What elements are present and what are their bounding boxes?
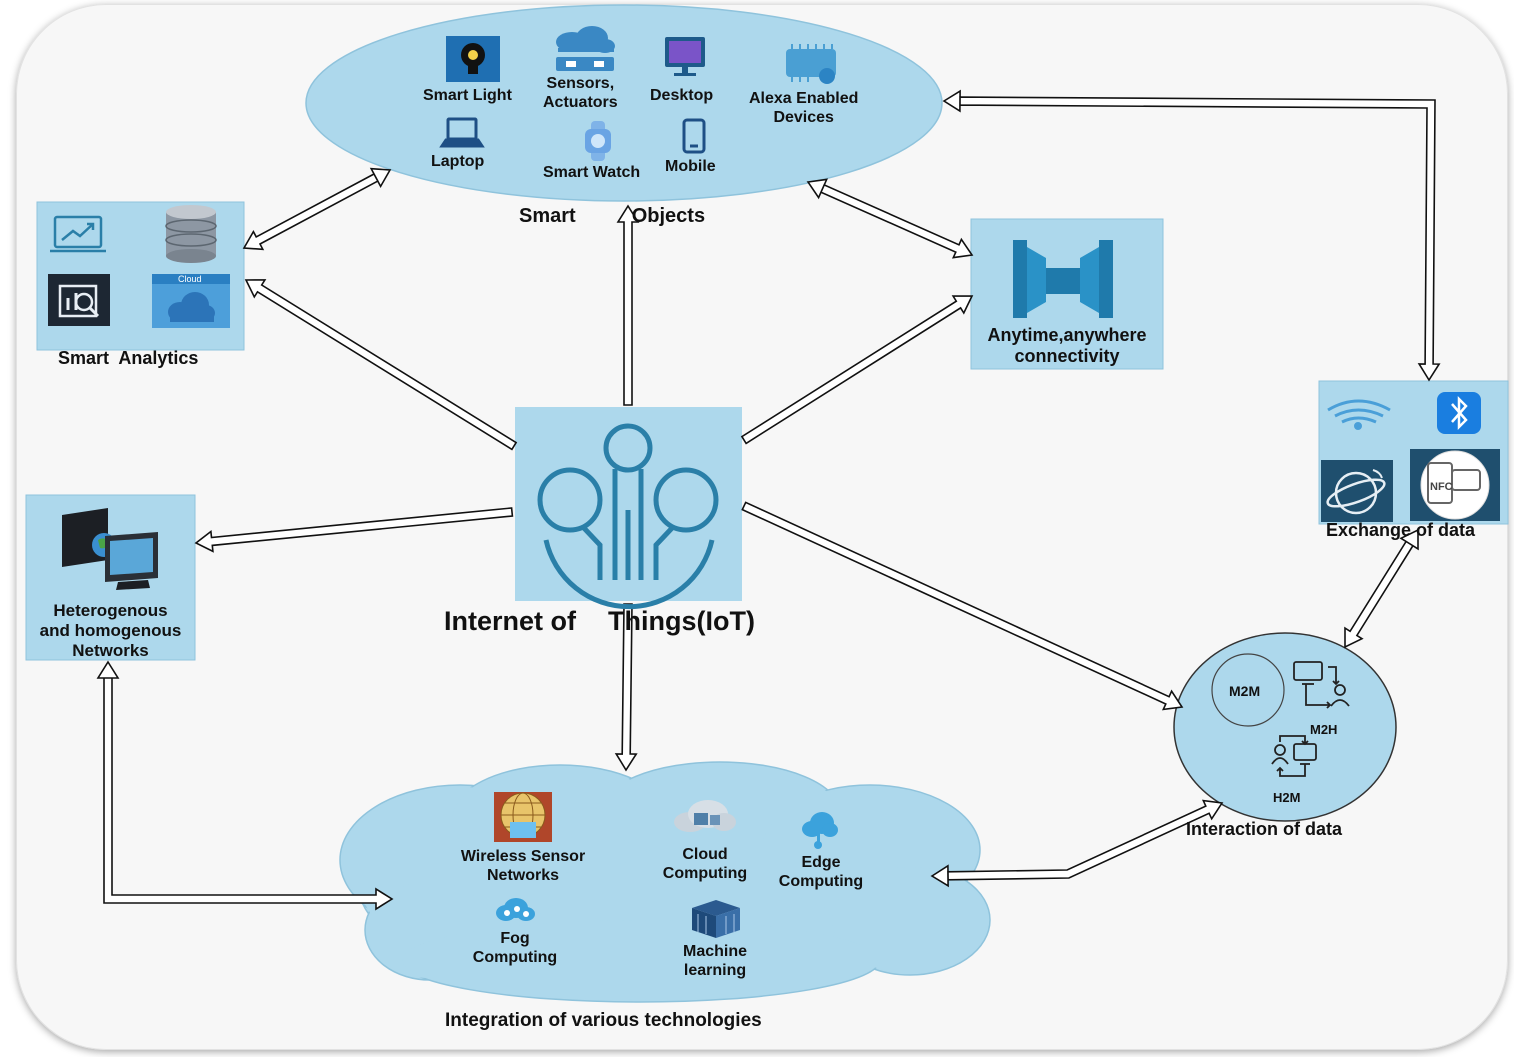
machine-learning-label-l1: Machine [682, 943, 747, 960]
cloud-storage-icon [152, 274, 230, 328]
exchange-title: Exchange of data [1326, 520, 1476, 540]
edge-computing-label-l1: Edge [801, 854, 841, 871]
fog-computing-label-l1: Fog [500, 930, 530, 947]
networks-label: Heterogenous and homogenous Networks [26, 601, 195, 661]
nfc-icon [1410, 449, 1500, 521]
networks-computers-icon [62, 508, 158, 590]
machine-learning-label: Machine learning [662, 943, 768, 981]
arrow-iot-to-integration [614, 603, 638, 772]
sensors-label-l1: Sensors, [546, 75, 615, 92]
sensors-label-l2: Actuators [543, 93, 618, 111]
desktop-label: Desktop [650, 87, 714, 104]
connectivity-label-l2: connectivity [1014, 346, 1120, 367]
integration-title: Integration of various technologies [445, 1010, 762, 1031]
connectivity-label-l1: Anytime,anywhere [987, 325, 1147, 345]
sensors-label: Sensors, Actuators [543, 75, 618, 113]
satellite-globe-icon [1321, 460, 1393, 522]
m2m-label: M2M [1229, 683, 1261, 699]
m2h-label: M2H [1310, 722, 1338, 737]
h2m-icon [1271, 735, 1317, 777]
interaction-circle [1173, 632, 1397, 822]
edge-computing-icon [802, 812, 838, 849]
desktop-icon [665, 37, 705, 76]
arrow-iot-to-interaction [741, 501, 1184, 711]
h2m-label: H2M [1273, 790, 1301, 805]
bluetooth-icon [1437, 392, 1481, 434]
wifi-icon [1327, 399, 1391, 430]
laptop-label: Laptop [431, 153, 485, 170]
alexa-device-icon [786, 44, 836, 84]
smart-light-label: Smart Light [423, 87, 512, 104]
smart-objects-title-part1: Smart [519, 205, 576, 227]
smart-analytics-title: Smart Analytics [58, 348, 199, 368]
cloud-computing-label: Cloud Computing [650, 846, 760, 884]
arrow-objects-exchange [942, 89, 1441, 382]
mobile-label: Mobile [665, 158, 716, 175]
wsn-label-l1: Wireless Sensor [460, 848, 586, 865]
smart-objects-title: Smart Objects [519, 205, 705, 229]
m2h-icon [1293, 661, 1350, 709]
sensors-actuators-icon [556, 26, 615, 71]
arrow-objects-connectivity [806, 178, 974, 259]
machine-learning-label-l2: learning [683, 961, 747, 979]
nfc-tag: NFC [1430, 481, 1453, 493]
database-icon [165, 205, 217, 263]
arrow-exchange-interaction [1344, 528, 1419, 649]
smart-objects-title-part2: Objects [631, 205, 706, 227]
arrow-iot-to-smart-objects [616, 204, 640, 406]
iot-tree-icon [537, 423, 719, 610]
laptop-icon [439, 117, 485, 148]
alexa-label: Alexa Enabled Devices [749, 90, 858, 128]
arrow-objects-analytics [242, 167, 392, 251]
arrow-integration-interaction [930, 799, 1224, 888]
smart-watch-icon [585, 121, 611, 161]
cloud-computing-icon [674, 800, 736, 832]
arrow-iot-to-networks [194, 507, 514, 553]
smart-light-icon [446, 36, 500, 82]
mobile-icon [682, 118, 706, 154]
networks-label-l2: and homogenous [39, 621, 182, 641]
alexa-label-l1: Alexa Enabled [749, 90, 859, 107]
iot-title-part2: Things(IoT) [608, 606, 755, 636]
networks-label-l3: Networks [72, 641, 149, 661]
cloud-computing-label-l1: Cloud [682, 846, 728, 863]
wsn-label-l2: Networks [486, 866, 560, 884]
alexa-label-l2: Devices [773, 108, 834, 126]
edge-computing-label-l2: Computing [778, 872, 864, 890]
cloud-computing-label-l2: Computing [662, 864, 748, 882]
edge-computing-label: Edge Computing [769, 854, 873, 892]
iot-title-part1: Internet of [444, 606, 576, 636]
iot-title: Internet of Things(IoT) [444, 606, 755, 638]
connectivity-label: Anytime,anywhere connectivity [972, 325, 1162, 367]
smart-watch-label: Smart Watch [543, 164, 641, 181]
fog-computing-icon [496, 898, 535, 921]
connectivity-icon [1013, 240, 1113, 318]
wsn-label: Wireless Sensor Networks [449, 848, 597, 886]
cloud-tag: Cloud [178, 274, 202, 284]
arrow-iot-to-connectivity [740, 295, 974, 445]
machine-learning-icon [692, 900, 740, 938]
interaction-title: Interaction of data [1186, 819, 1343, 839]
wsn-globe-icon [494, 792, 552, 842]
trend-monitor-icon [50, 215, 106, 253]
arrow-networks-integration [96, 660, 394, 911]
fog-computing-label-l2: Computing [472, 948, 558, 966]
data-inspection-icon [48, 274, 110, 326]
fog-computing-label: Fog Computing [462, 930, 568, 968]
networks-label-l1: Heterogenous [53, 601, 168, 620]
arrow-iot-to-analytics [244, 279, 518, 451]
m2m-circle [1211, 653, 1285, 727]
